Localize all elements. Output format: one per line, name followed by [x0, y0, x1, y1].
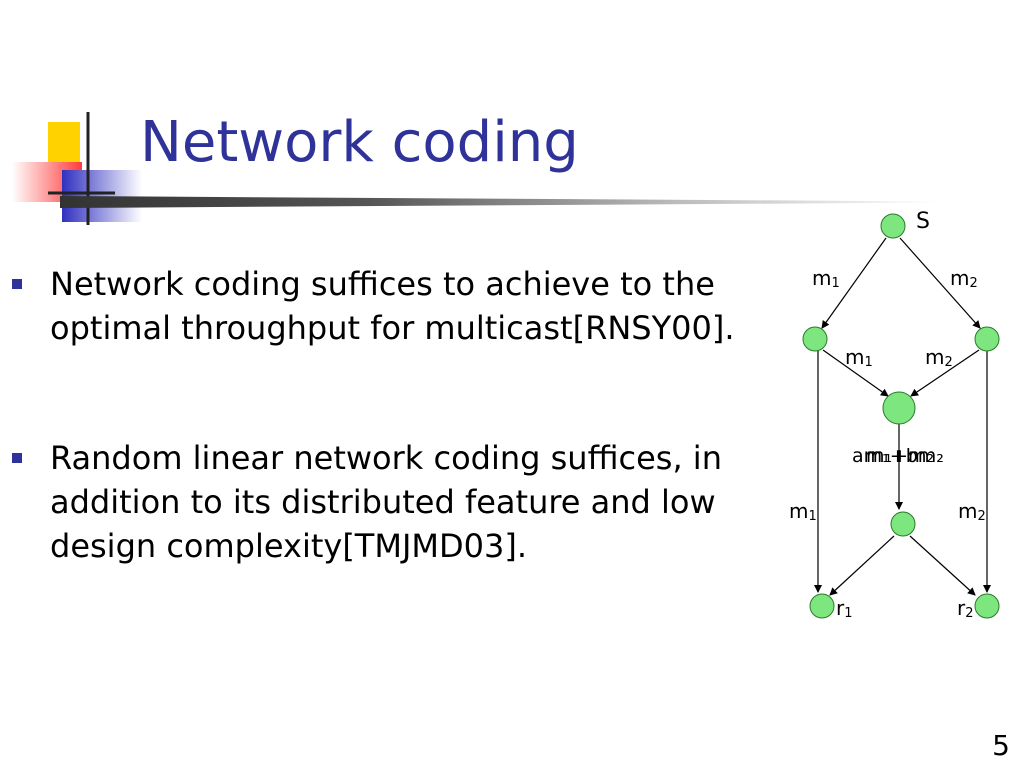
- square-bullet-icon: [12, 453, 22, 463]
- slide-title: Network coding: [140, 110, 579, 175]
- edge-s-left: [821, 237, 887, 329]
- bullet-item: Random linear network coding suffices, i…: [12, 436, 772, 568]
- edge-label-s-left: m1: [812, 266, 840, 291]
- page-number: 5: [992, 729, 1010, 762]
- edge-down-r1: [829, 535, 895, 596]
- bullet-item: Network coding suffices to achieve to th…: [12, 262, 772, 350]
- right-node: [974, 326, 1000, 352]
- coding-label-sum: m₁+m₂: [866, 445, 934, 467]
- edge-label-left-mid: m1: [845, 345, 873, 370]
- receiver-label-1: r1: [836, 596, 853, 621]
- edge-label-left-r1: m1: [789, 499, 817, 524]
- receiver-node-2: [974, 593, 1000, 619]
- bullet-text: Network coding suffices to achieve to th…: [50, 265, 735, 347]
- left-node: [802, 326, 828, 352]
- receiver-node-1: [809, 593, 835, 619]
- receiver-label-2: r2: [957, 596, 974, 621]
- edge-label-s-right: m2: [950, 266, 978, 291]
- edge-right-coding: [910, 349, 980, 397]
- source-label: S: [916, 209, 930, 234]
- coding-node: [882, 391, 916, 425]
- source-node: [880, 213, 906, 239]
- relay-node: [890, 511, 916, 537]
- edge-s-right: [899, 237, 981, 329]
- edge-label-right-r2: m2: [958, 499, 986, 524]
- butterfly-network-diagram: S m1 m2 m1 m2 am₁+bm₂ m₁+m₂ m1 m2 r1 r2: [789, 209, 1000, 621]
- edge-left-coding: [822, 349, 889, 397]
- edge-label-right-mid: m2: [925, 345, 953, 370]
- coding-label-linear: am₁+bm₂: [852, 445, 944, 467]
- square-bullet-icon: [12, 279, 22, 289]
- bullet-text: Random linear network coding suffices, i…: [50, 439, 722, 565]
- bullet-list: Network coding suffices to achieve to th…: [12, 262, 772, 568]
- edge-down-r2: [909, 535, 976, 596]
- title-decoration: [12, 112, 142, 225]
